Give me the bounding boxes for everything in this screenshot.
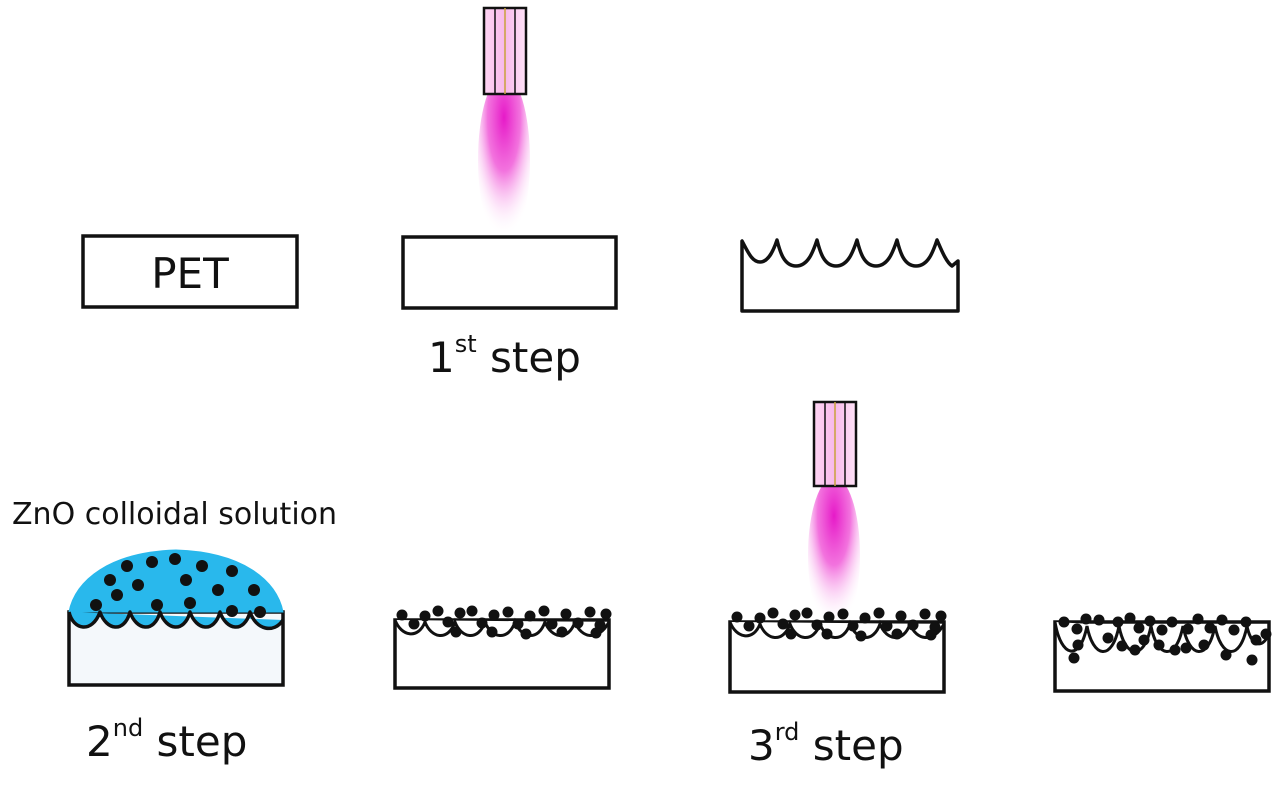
plasma-jet-1 <box>478 6 530 245</box>
step1-label: 1st step <box>428 330 581 382</box>
substrate-with-particles <box>393 605 612 690</box>
step2-label: 2nd step <box>86 714 247 766</box>
solution-label: ZnO colloidal solution <box>12 497 337 532</box>
plasma-plume-2 <box>808 477 860 633</box>
substrate-step1 <box>401 235 618 310</box>
plasma-jet-2 <box>808 400 860 633</box>
particles-row-c <box>1058 612 1272 666</box>
final-substrate <box>1053 612 1272 693</box>
substrate-step3 <box>728 607 947 694</box>
droplet-particles <box>90 553 266 618</box>
step3-label: 3rd step <box>748 718 904 770</box>
plasma-plume-1 <box>478 75 530 245</box>
particles-row-a <box>396 605 612 640</box>
etched-substrate <box>740 238 960 313</box>
particles-row-b <box>731 607 947 642</box>
pet-substrate: PET <box>81 234 299 309</box>
pet-label: PET <box>151 249 229 298</box>
substrate-step2 <box>67 549 285 687</box>
